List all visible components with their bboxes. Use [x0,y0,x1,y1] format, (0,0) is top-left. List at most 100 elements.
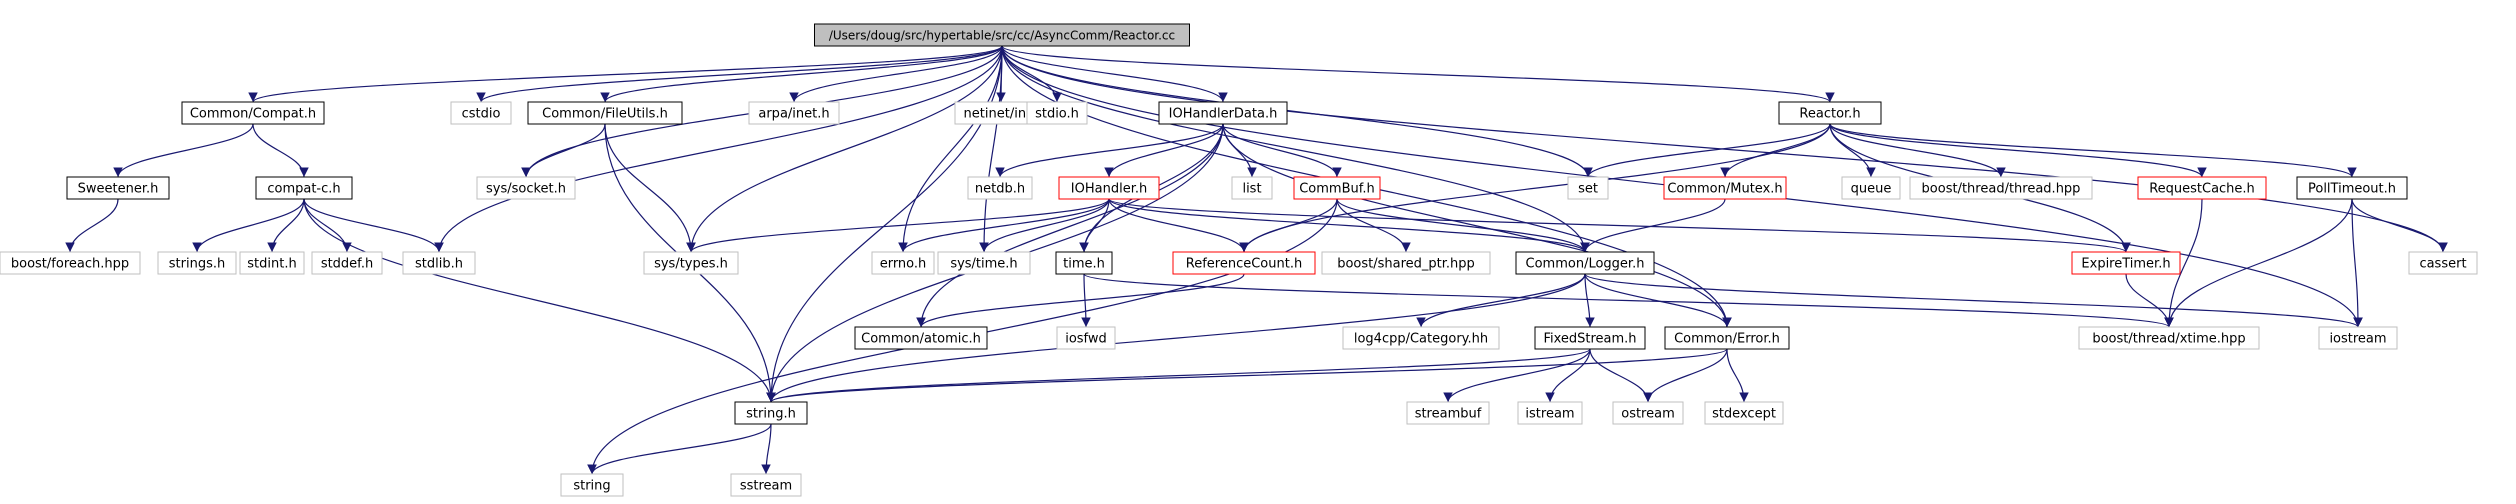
node-errno_h: errno.h [871,251,935,275]
edge-common_error_h-to-ostream [1643,348,1728,403]
node-box-sys_time_h [937,251,1031,275]
node-polltimeout_h[interactable]: PollTimeout.h [2296,176,2408,200]
node-label-sys_types_h: sys/types.h [654,257,728,272]
node-time_h[interactable]: time.h [1055,251,1113,275]
node-sweetener_h[interactable]: Sweetener.h [66,176,170,200]
edge-iohandlerdata_h-to-iohandler_h [1104,123,1224,178]
node-reactor_h[interactable]: Reactor.h [1778,101,1882,125]
edge-reactor_cc-to-iohandlerdata_h [1001,45,1228,103]
nodes-layer: /Users/doug/src/hypertable/src/cc/AsyncC… [0,23,2478,497]
node-box-common_compat_h [181,101,325,125]
node-label-iostream: iostream [2329,332,2386,347]
node-box-set [1567,176,1609,200]
node-box-requestcache_h [2137,176,2267,200]
node-box-iosfwd [1056,326,1116,350]
node-referencecount_h[interactable]: ReferenceCount.h [1172,251,1316,275]
edge-compat_c_h-to-strings_h [192,198,305,253]
edge-reactor_cc-to-common_logger_h [1001,45,1590,253]
node-compat_c_h[interactable]: compat-c.h [255,176,353,200]
edge-reactor_cc-to-arpa_inet_h [789,45,1003,103]
node-label-iohandler_h: IOHandler.h [1071,182,1147,197]
edge-iohandlerdata_h-to-common_atomic_h [916,123,1224,328]
node-box-cstdio [450,101,512,125]
node-label-netinet_in_h: netinet/in.h [964,107,1039,122]
node-box-boost_shared_ptr_hpp [1321,251,1491,275]
node-label-iosfwd: iosfwd [1065,332,1107,347]
node-label-stdint_h: stdint.h [247,257,296,272]
node-iosfwd: iosfwd [1056,326,1116,350]
edge-reactor_cc-to-reactor_h [1001,45,1835,103]
node-sys_types_h: sys/types.h [643,251,739,275]
node-label-iohandlerdata_h: IOHandlerData.h [1169,107,1278,122]
node-box-reactor_cc [814,23,1190,47]
edge-common_fileutils_h-to-sys_types_h [604,123,696,253]
node-fixedstream_h[interactable]: FixedStream.h [1534,326,1646,350]
node-arpa_inet_h: arpa/inet.h [748,101,840,125]
node-requestcache_h[interactable]: RequestCache.h [2137,176,2267,200]
node-label-referencecount_h: ReferenceCount.h [1186,257,1302,272]
edge-reactor_h-to-referencecount_h [1239,123,1831,253]
node-boost_shared_ptr_hpp: boost/shared_ptr.hpp [1321,251,1491,275]
node-box-sys_types_h [643,251,739,275]
node-label-boost_thread_xtime_hpp: boost/thread/xtime.hpp [2092,332,2245,347]
node-common_logger_h[interactable]: Common/Logger.h [1515,251,1655,275]
node-commbuf_h[interactable]: CommBuf.h [1293,176,1381,200]
node-stdlib_h: stdlib.h [402,251,476,275]
node-common_mutex_h[interactable]: Common/Mutex.h [1663,176,1787,200]
node-iohandler_h[interactable]: IOHandler.h [1058,176,1160,200]
edge-common_error_h-to-stdexcept [1726,348,1749,403]
node-iohandlerdata_h[interactable]: IOHandlerData.h [1158,101,1288,125]
edge-common_fileutils_h-to-sys_socket_h [521,123,606,178]
node-box-stdexcept [1704,401,1784,425]
node-netinet_in_h: netinet/in.h [954,101,1048,125]
node-streambuf: streambuf [1406,401,1490,425]
edge-reactor_cc-to-sys_types_h [686,45,1003,253]
node-box-common_fileutils_h [527,101,683,125]
node-common_fileutils_h[interactable]: Common/FileUtils.h [527,101,683,125]
node-sys_time_h: sys/time.h [937,251,1031,275]
node-label-istream: istream [1525,407,1574,422]
edge-referencecount_h-to-common_atomic_h [916,273,1245,328]
node-box-common_logger_h [1515,251,1655,275]
node-common_error_h[interactable]: Common/Error.h [1664,326,1790,350]
edge-reactor_h-to-requestcache_h [1829,123,2207,178]
node-label-stdlib_h: stdlib.h [415,257,463,272]
edge-iohandlerdata_h-to-netdb_h [995,123,1224,178]
node-stdio_h: stdio.h [1026,101,1088,125]
edge-string_h-to-string [587,423,772,475]
node-label-netdb_h: netdb.h [975,182,1025,197]
node-list: list [1231,176,1273,200]
node-box-fixedstream_h [1534,326,1646,350]
node-stdexcept: stdexcept [1704,401,1784,425]
edge-compat_c_h-to-stdlib_h [303,198,444,253]
node-label-expiretimer_h: ExpireTimer.h [2081,257,2170,272]
edge-common_logger_h-to-log4cpp_category_hh [1416,273,1586,328]
node-label-boost_thread_thread_hpp: boost/thread/thread.hpp [1922,182,2081,197]
edge-polltimeout_h-to-boost_thread_xtime_hpp [2164,198,2353,328]
node-stddef_h: stddef.h [311,251,383,275]
node-string_h[interactable]: string.h [734,401,808,425]
edge-common_logger_h-to-string_h [766,273,1586,403]
node-common_atomic_h[interactable]: Common/atomic.h [854,326,988,350]
node-reactor_cc[interactable]: /Users/doug/src/hypertable/src/cc/AsyncC… [814,23,1190,47]
node-box-sstream [730,473,802,497]
node-box-polltimeout_h [2296,176,2408,200]
edge-string_h-to-sstream [761,423,772,475]
node-box-netdb_h [967,176,1033,200]
node-common_compat_h[interactable]: Common/Compat.h [181,101,325,125]
node-box-expiretimer_h [2071,251,2181,275]
node-label-common_logger_h: Common/Logger.h [1526,257,1645,272]
node-label-stdio_h: stdio.h [1035,107,1079,122]
edge-common_compat_h-to-sweetener_h [113,123,254,178]
node-iostream: iostream [2318,326,2398,350]
node-label-list: list [1242,182,1261,197]
edge-reactor_h-to-polltimeout_h [1829,123,2357,178]
node-expiretimer_h[interactable]: ExpireTimer.h [2071,251,2181,275]
node-box-common_atomic_h [854,326,988,350]
node-box-queue [1841,176,1901,200]
edge-reactor_cc-to-sys_time_h [979,45,1003,253]
edge-reactor_h-to-set [1583,123,1831,178]
node-box-boost_thread_thread_hpp [1909,176,2093,200]
node-label-reactor_h: Reactor.h [1799,107,1860,122]
node-box-sys_socket_h [476,176,576,200]
